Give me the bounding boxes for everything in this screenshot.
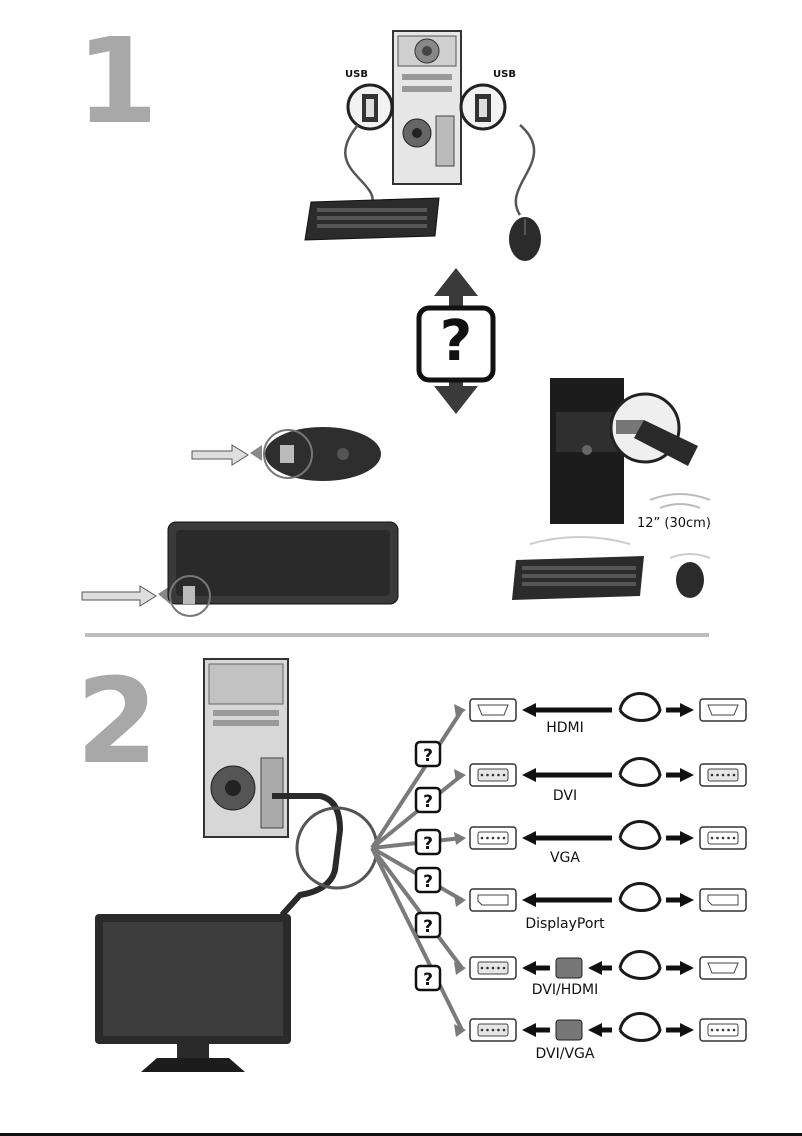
question-icon-0: [414, 740, 442, 768]
fan-line-4: [370, 846, 464, 970]
cable-arrow-left-1-head: [522, 768, 536, 782]
cable-arrow-right-1-head: [680, 768, 694, 782]
question-mark-0: ?: [423, 746, 433, 766]
adapter-arrow-left-5-head: [522, 1023, 536, 1037]
mouse-wired-icon: [509, 217, 541, 261]
cable-arrow-right-3-head: [680, 893, 694, 907]
question-mark-2: ?: [423, 834, 433, 854]
source-port-0-icon: [469, 698, 517, 722]
step-1-number: 1: [76, 12, 159, 150]
cable-5-icon: [618, 1012, 662, 1042]
cable-arrow-right-2-head: [680, 831, 694, 845]
connector-label-2: VGA: [549, 850, 580, 866]
fan-arrow-3: [454, 894, 466, 907]
distance-label: 12” (30cm): [637, 516, 711, 531]
cable-4-icon: [618, 950, 662, 980]
source-port-3-icon: [469, 888, 517, 912]
question-mark-3: ?: [423, 872, 433, 892]
section-divider: [85, 633, 709, 637]
wireless-mouse-bottom-icon: [191, 427, 381, 481]
connector-label-5: DVI/VGA: [535, 1046, 595, 1062]
fan-arrow-4: [454, 962, 466, 975]
cable-arrow-left-3-head: [522, 893, 536, 907]
either-or-arrow-icon: [416, 268, 496, 414]
question-mark-4: ?: [423, 917, 433, 937]
fan-arrow-5: [454, 1024, 466, 1037]
connector-label-1: DVI: [552, 788, 578, 804]
tower-rear-icon: [392, 30, 462, 185]
usb-left-label: USB: [345, 69, 368, 80]
fan-arrow-0: [454, 704, 466, 717]
cable-arrow-right-4-head: [680, 961, 694, 975]
fan-line-5: [370, 847, 464, 1031]
source-port-2-icon: [469, 826, 517, 850]
question-icon-1: [414, 786, 442, 814]
connector-label-3: DisplayPort: [525, 916, 605, 932]
source-port-4-icon: [469, 956, 517, 980]
question-icon-5: [414, 964, 442, 992]
step1-cables: [344, 124, 536, 216]
step-2-number: 2: [76, 652, 159, 790]
cable-arrow-right-0-head: [680, 703, 694, 717]
wireless-signal-icon: [649, 493, 711, 509]
usb-port-magnifier-right-icon: [459, 83, 507, 131]
cable-0-icon: [618, 692, 662, 722]
fan-arrow-2: [454, 832, 466, 845]
dest-port-0-icon: [699, 698, 747, 722]
dest-port-2-icon: [699, 826, 747, 850]
connector-label-4: DVI/HDMI: [531, 982, 599, 998]
fan-arrow-1: [454, 769, 466, 782]
dest-port-4-icon: [699, 956, 747, 980]
usb-right-label: USB: [493, 69, 516, 80]
cable-arrow-right-5-head: [680, 1023, 694, 1037]
question-icon-2: [414, 828, 442, 856]
adapter-arrow-right-4-head: [588, 961, 602, 975]
connector-label-0: HDMI: [546, 720, 584, 736]
usb-port-magnifier-left-icon: [346, 83, 394, 131]
dest-port-3-icon: [699, 888, 747, 912]
step1-question-mark: ?: [439, 309, 473, 374]
dest-port-5-icon: [699, 1018, 747, 1042]
adapter-arrow-right-5-head: [588, 1023, 602, 1037]
source-port-5-icon: [469, 1018, 517, 1042]
adapter-4-icon: [555, 957, 583, 979]
cable-3-icon: [618, 882, 662, 912]
cable-2-icon: [618, 820, 662, 850]
fan-line-0: [370, 708, 464, 850]
question-icon-4: [414, 911, 442, 939]
question-icon-3: [414, 866, 442, 894]
page-bottom-rule: [0, 1133, 802, 1136]
wireless-keyboard-mouse-icon: [512, 536, 711, 600]
cable-arrow-left-0-head: [522, 703, 536, 717]
tower-rear-ports-icon: [203, 658, 289, 838]
keyboard-wired-icon: [304, 197, 440, 241]
monitor-icon: [95, 914, 291, 1072]
source-port-1-icon: [469, 763, 517, 787]
adapter-arrow-left-4-head: [522, 961, 536, 975]
question-mark-1: ?: [423, 792, 433, 812]
question-mark-5: ?: [423, 970, 433, 990]
tower-front-usb-receiver-icon: [550, 378, 698, 524]
cable-1-icon: [618, 757, 662, 787]
dest-port-1-icon: [699, 763, 747, 787]
wireless-keyboard-bottom-icon: [81, 521, 399, 617]
cable-arrow-left-2-head: [522, 831, 536, 845]
adapter-5-icon: [555, 1019, 583, 1041]
